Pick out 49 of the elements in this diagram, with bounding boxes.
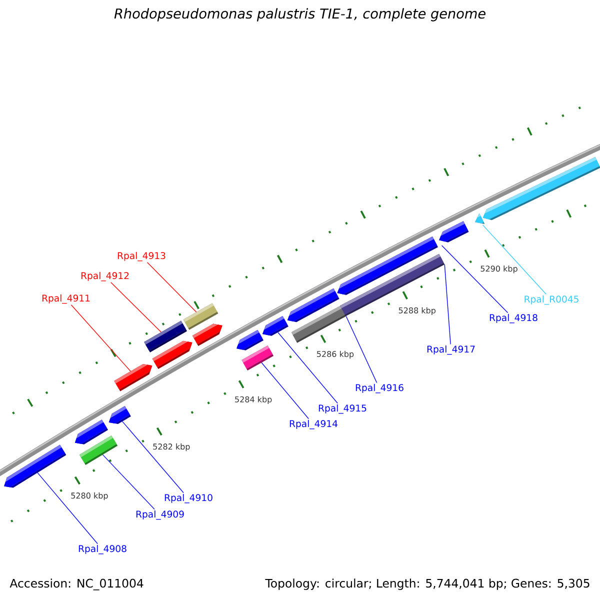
gene-label: Rpal_4915 bbox=[318, 404, 366, 414]
footer-text: Accession: NC_011004 bbox=[10, 578, 144, 590]
gene-label: Rpal_4917 bbox=[427, 345, 475, 355]
gene-label: Rpal_4916 bbox=[356, 384, 404, 394]
gene-bar bbox=[144, 320, 188, 352]
gene-block bbox=[236, 330, 264, 350]
scale-label: 5280 kbp bbox=[71, 492, 108, 500]
gene-block bbox=[4, 444, 66, 488]
scale-label: 5282 kbp bbox=[153, 443, 190, 452]
scale-label: 5284 kbp bbox=[235, 396, 272, 404]
gene-bar bbox=[242, 345, 274, 370]
gene-block bbox=[475, 213, 485, 224]
leader-line bbox=[146, 262, 197, 312]
leader-line bbox=[346, 316, 378, 384]
title: Rhodopseudomonas palustris TIE-1, complete genome bbox=[114, 8, 486, 22]
gene-label: Rpal_4914 bbox=[290, 420, 338, 430]
leader-line bbox=[70, 304, 131, 372]
gene-label: Rpal_R0045 bbox=[524, 295, 578, 305]
gene-label: Rpal_4911 bbox=[42, 294, 90, 304]
leader-line bbox=[37, 472, 98, 544]
leader-line bbox=[122, 421, 184, 494]
leader-line bbox=[444, 264, 451, 345]
gene-block bbox=[74, 420, 108, 444]
gene-bar bbox=[183, 303, 218, 330]
gene-block bbox=[192, 324, 222, 346]
gene-bar bbox=[291, 306, 346, 343]
gene-bar bbox=[79, 435, 118, 465]
gene-label: Rpal_4908 bbox=[78, 544, 126, 554]
gene-label: Rpal_4909 bbox=[136, 510, 184, 520]
leader-line bbox=[261, 362, 309, 420]
gene-label: Rpal_4912 bbox=[81, 272, 129, 282]
gene-label: Rpal_4918 bbox=[490, 314, 538, 324]
scale-label: 5290 kbp bbox=[480, 265, 518, 274]
leader-line bbox=[441, 245, 508, 314]
gene-block bbox=[482, 157, 600, 220]
leader-line bbox=[482, 224, 547, 295]
scale-label: 5288 kbp bbox=[398, 307, 436, 315]
gene-bar bbox=[340, 254, 445, 316]
gene-label: Rpal_4910 bbox=[164, 494, 212, 504]
leader-line bbox=[110, 282, 162, 333]
gene-label: Rpal_4913 bbox=[118, 252, 166, 262]
footer-text: Topology: circular; Length: 5,744,041 bp; Genes: 5,305 bbox=[265, 578, 590, 590]
gene-block bbox=[439, 221, 469, 242]
leader-line bbox=[278, 332, 338, 404]
scale-label: 5286 kbp bbox=[317, 350, 354, 359]
gene-block bbox=[262, 316, 288, 336]
gene-block bbox=[114, 364, 152, 392]
gene-block bbox=[108, 406, 131, 424]
leader-line bbox=[102, 454, 155, 510]
